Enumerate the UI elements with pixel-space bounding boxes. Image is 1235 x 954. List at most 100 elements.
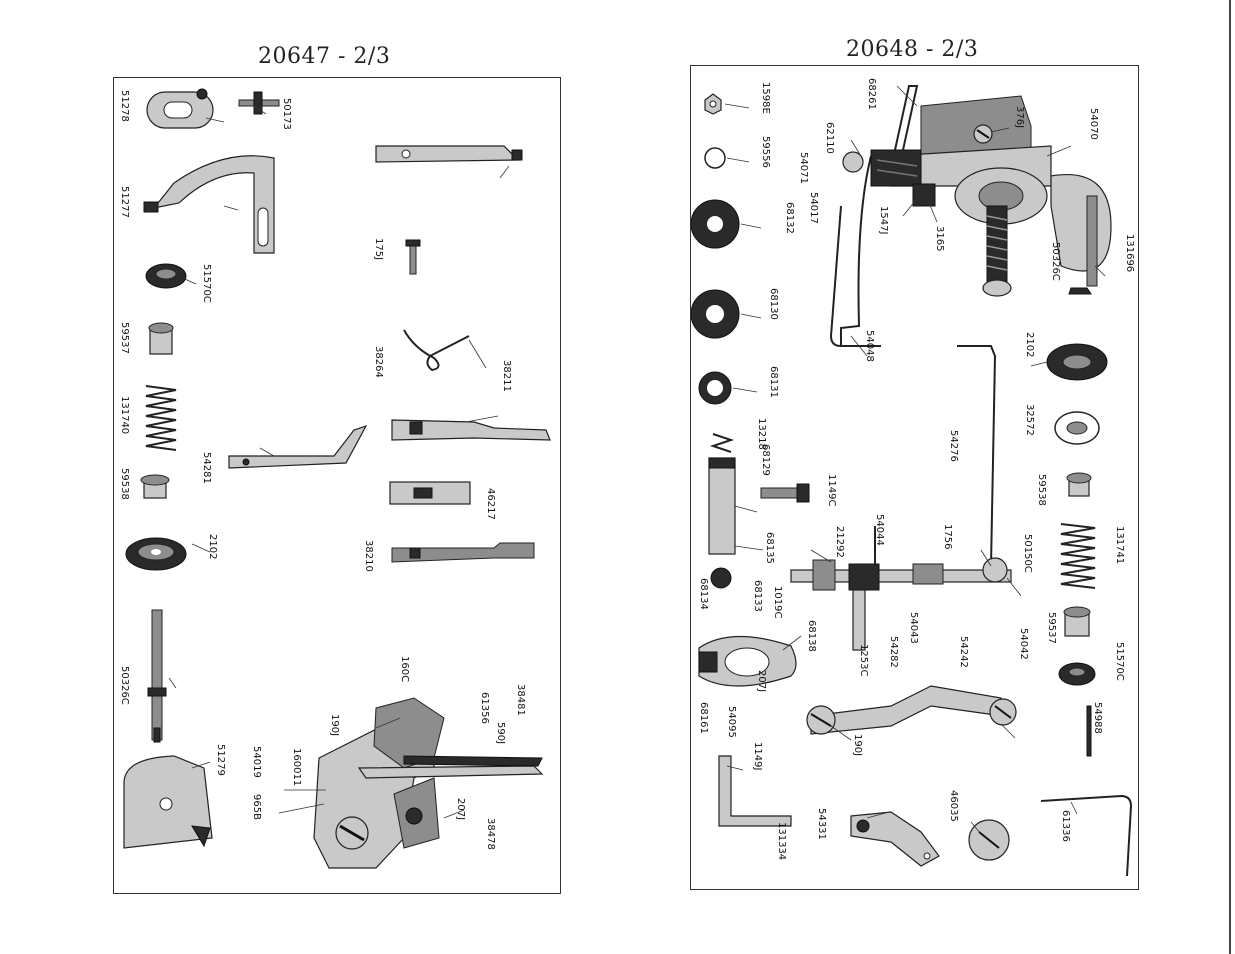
part-1149c	[760, 483, 810, 503]
right-label-54048: 54048	[864, 330, 875, 362]
left-label-46217: 46217	[485, 488, 496, 520]
right-label-68134: 68134	[698, 578, 709, 610]
left-label-59537: 59537	[119, 322, 130, 354]
left-label-54019: 54019	[251, 746, 262, 778]
right-label-68132: 68132	[784, 202, 795, 234]
part-38210	[391, 542, 535, 563]
part-54988	[1086, 705, 1092, 757]
part-175j	[405, 239, 421, 275]
right-label-21292: 21292	[834, 526, 845, 558]
part-2102-right	[1046, 343, 1108, 381]
right-label-3165: 3165	[934, 226, 945, 251]
right-label-68161: 68161	[698, 702, 709, 734]
left-label-38264: 38264	[373, 346, 384, 378]
right-label-46035: 46035	[948, 790, 959, 822]
part-131741	[1060, 523, 1096, 589]
right-label-54044: 54044	[874, 514, 885, 546]
parts-drawing-right: 1598E5955668132681306813168261376J540706…	[691, 78, 1135, 877]
right-label-131741: 131741	[1114, 526, 1125, 564]
left-label-160c: 160C	[399, 656, 410, 682]
part-32572	[1054, 411, 1100, 445]
right-label-1547j: 1547J	[878, 206, 889, 234]
right-label-68131: 68131	[768, 366, 779, 398]
left-label-51278: 51278	[119, 90, 130, 122]
title-right: 20648 - 2/3	[846, 37, 979, 62]
right-label-68133: 68133	[752, 580, 763, 612]
part-13218	[709, 433, 735, 453]
part-68138	[698, 635, 797, 687]
right-label-50326c: 50326C	[1050, 242, 1061, 281]
part-thread-guide-top	[375, 145, 523, 163]
left-label-38481: 38481	[515, 684, 526, 716]
part-tension-assembly	[840, 85, 1112, 346]
right-label-59538: 59538	[1036, 474, 1047, 506]
part-51570c-right	[1058, 662, 1096, 686]
right-label-1756: 1756	[942, 524, 953, 549]
part-54276	[957, 345, 997, 567]
right-label-1598e: 1598E	[760, 82, 771, 114]
part-presser-assembly	[313, 697, 544, 869]
leaders-left	[168, 105, 510, 819]
right-label-131334: 131334	[776, 822, 787, 860]
part-68132	[691, 199, 740, 249]
right-label-54095: 54095	[726, 706, 737, 738]
right-label-376j: 376J	[1014, 106, 1025, 128]
right-label-1149c: 1149C	[826, 474, 837, 506]
part-59537-right	[1063, 606, 1091, 637]
part-46035	[968, 819, 1010, 861]
right-label-54242: 54242	[958, 636, 969, 668]
right-label-50150c: 50150C	[1022, 534, 1033, 573]
part-61336	[1040, 794, 1133, 877]
part-131334	[718, 755, 792, 827]
right-label-54071: 54071	[798, 152, 809, 184]
right-label-2102: 2102	[1024, 332, 1035, 357]
left-label-50326c: 50326C	[119, 666, 130, 705]
part-59537	[148, 322, 174, 355]
part-50173	[238, 91, 280, 115]
part-59556	[704, 147, 726, 169]
part-68134	[710, 567, 732, 589]
left-label-59538: 59538	[119, 468, 130, 500]
left-label-160011: 160011	[291, 748, 302, 786]
part-68129	[708, 457, 736, 555]
part-54331	[850, 811, 940, 867]
part-59538-right	[1066, 472, 1092, 497]
part-51278	[146, 88, 214, 129]
left-label-131740: 131740	[119, 396, 130, 434]
right-label-32572: 32572	[1024, 404, 1035, 436]
right-label-54282: 54282	[888, 636, 899, 668]
right-label-54070: 54070	[1088, 108, 1099, 140]
part-38211	[391, 419, 551, 441]
right-label-1019c: 1019C	[772, 586, 783, 618]
part-68131	[698, 371, 732, 405]
part-54048	[829, 205, 881, 347]
left-label-38210: 38210	[363, 540, 374, 572]
right-label-59556: 59556	[760, 136, 771, 168]
part-51570c	[145, 263, 187, 289]
right-label-1149j: 1149J	[752, 742, 763, 770]
part-38264	[403, 329, 470, 372]
part-68130	[691, 289, 740, 339]
right-label-68135: 68135	[764, 532, 775, 564]
right-label-51570c: 51570C	[1114, 642, 1125, 681]
left-label-51279: 51279	[215, 744, 226, 776]
right-label-68261: 68261	[866, 78, 877, 110]
right-label-68129: 68129	[760, 444, 771, 476]
right-label-62110: 62110	[824, 122, 835, 154]
part-51277	[143, 155, 275, 254]
title-left: 20647 - 2/3	[258, 44, 391, 69]
right-label-13218: 13218	[756, 418, 767, 450]
right-label-54017: 54017	[808, 192, 819, 224]
left-label-38211: 38211	[501, 360, 512, 392]
part-54282	[806, 685, 1017, 735]
right-label-131696: 131696	[1124, 234, 1135, 272]
part-54281	[228, 424, 368, 469]
right-label-61336: 61336	[1060, 810, 1071, 842]
right-label-1253c: 1253C	[858, 644, 869, 676]
left-label-2102: 2102	[207, 534, 218, 559]
part-2102	[125, 537, 187, 571]
part-shaft-assembly	[790, 526, 1012, 651]
part-50326c	[147, 609, 167, 743]
page-edge-line	[1229, 0, 1231, 954]
